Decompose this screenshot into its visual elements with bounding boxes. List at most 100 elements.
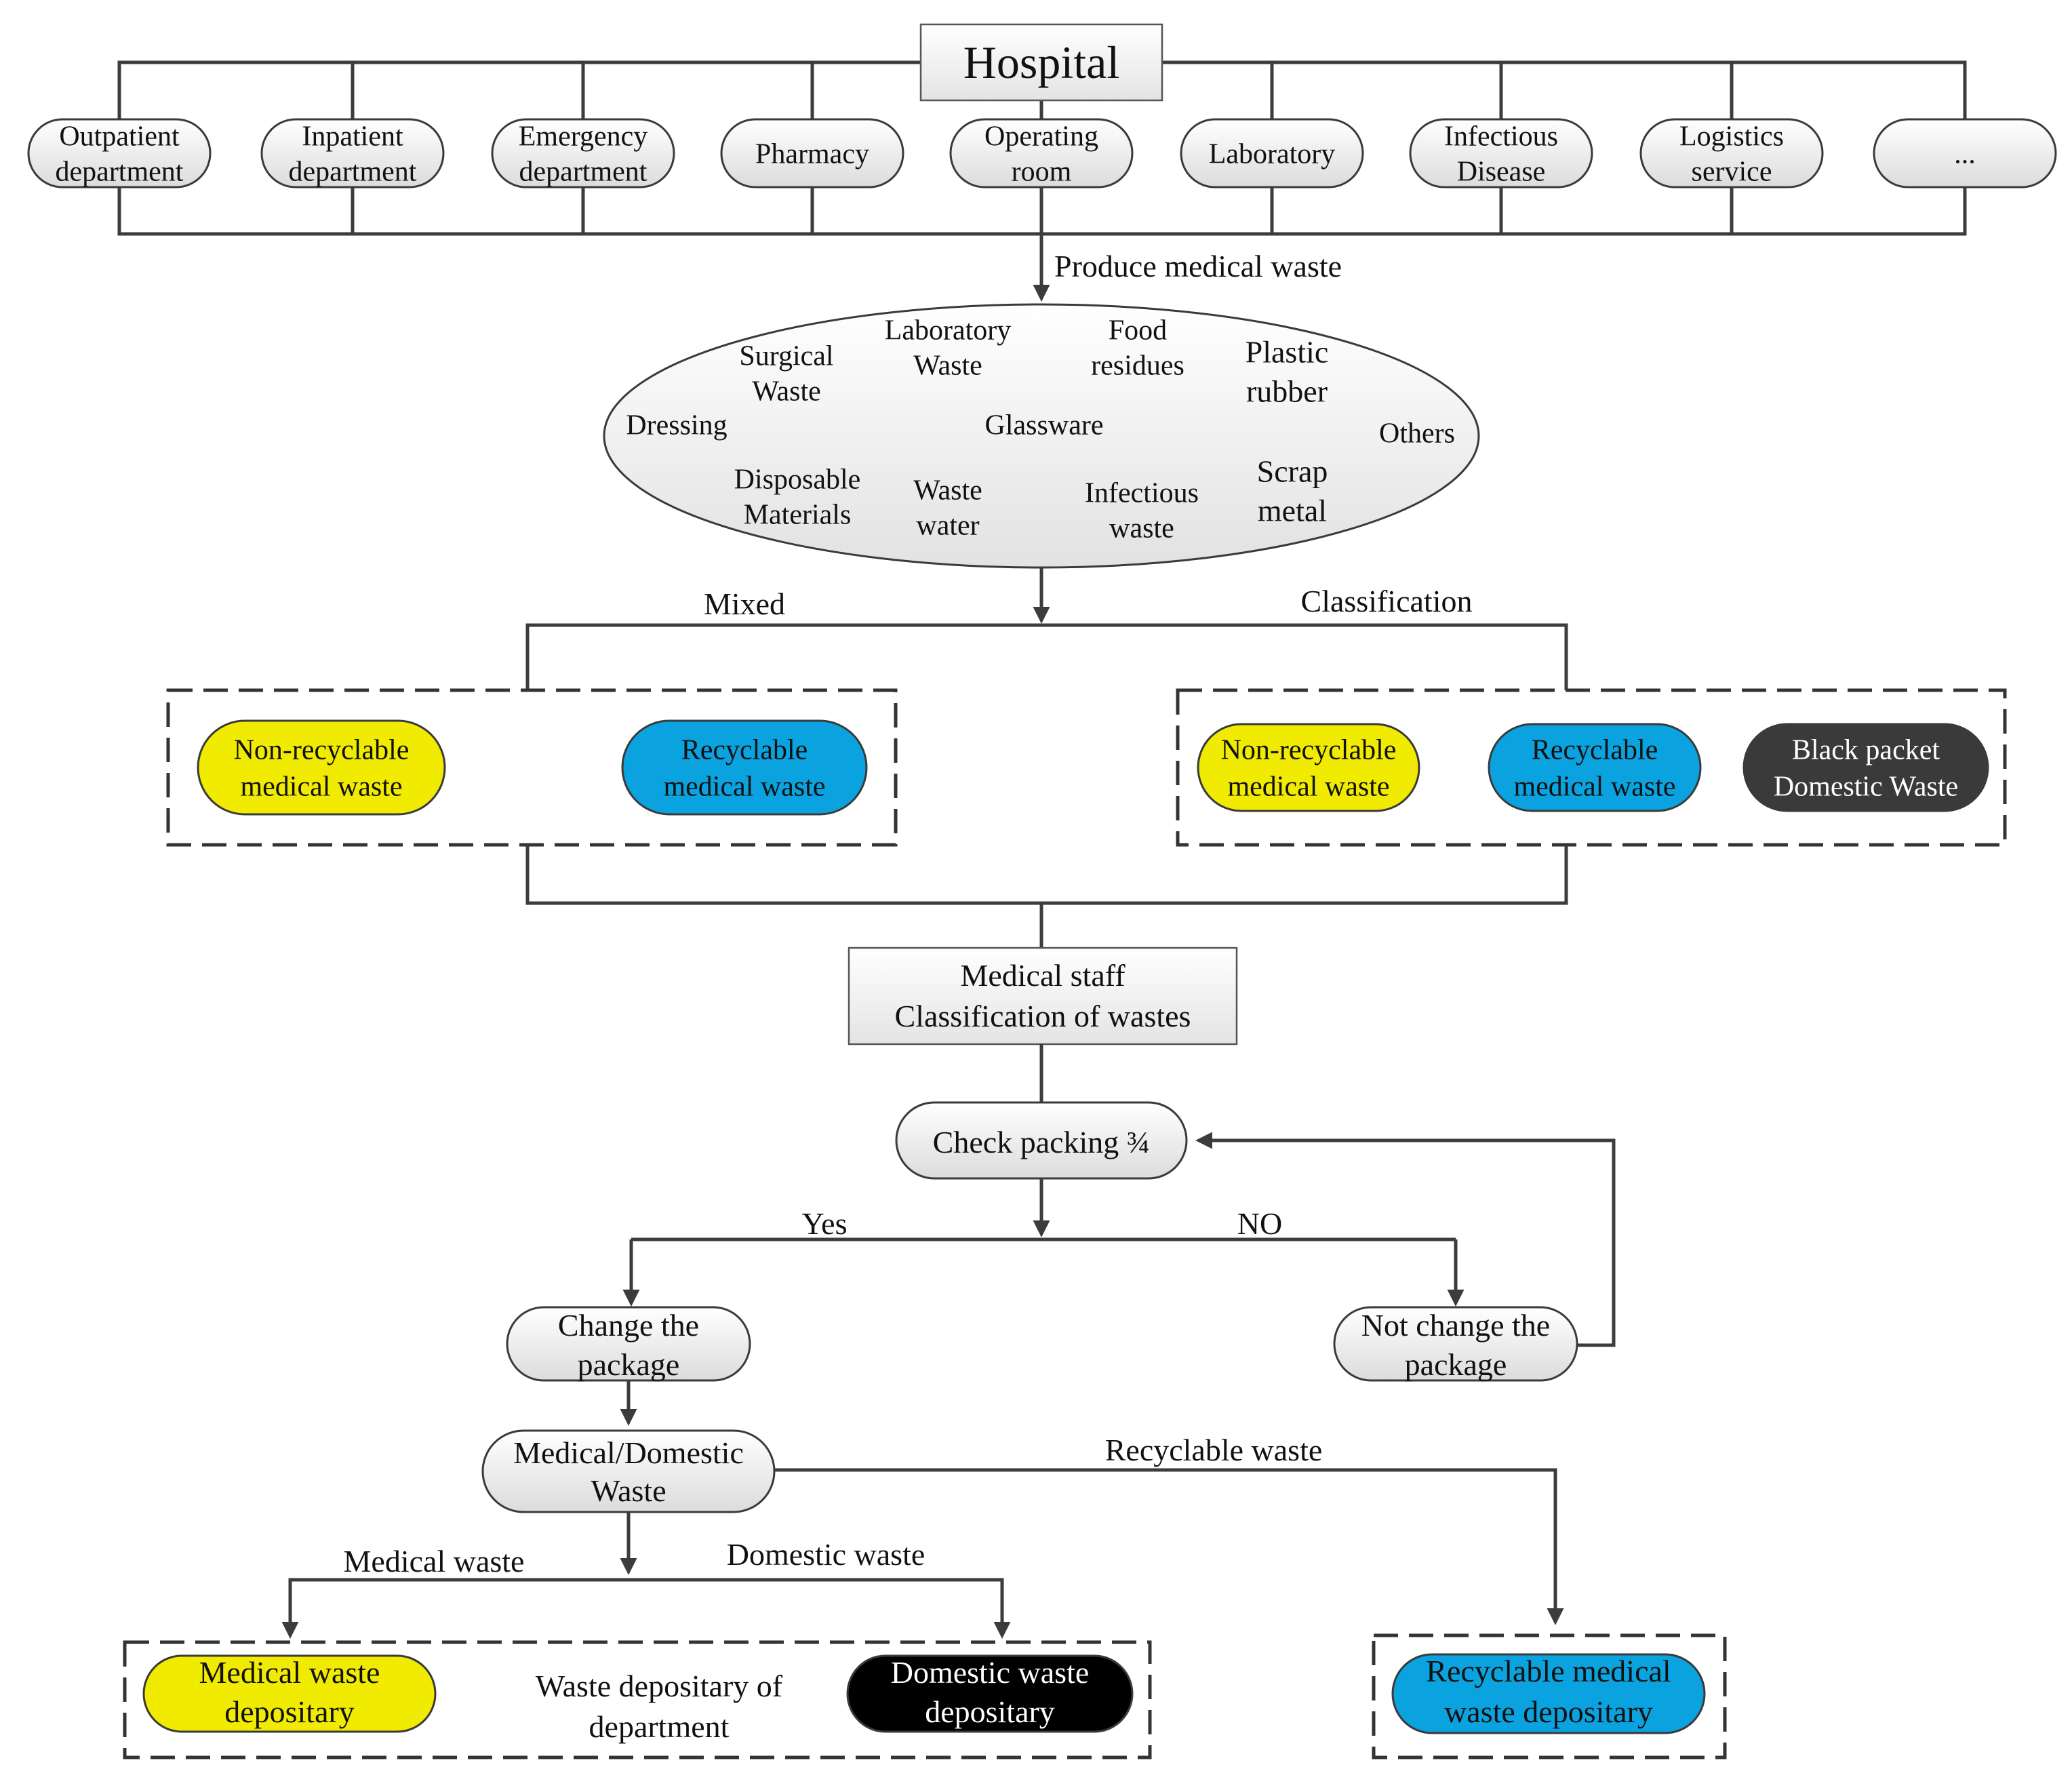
not-change-line-1: Not change the [1361,1308,1550,1342]
waste-type-plastic-rubber-line-1: Plastic [1246,335,1329,370]
classification-label: Classification [1301,584,1473,618]
med-dom-split-line [288,1578,1004,1633]
mixed-recyclable-pill: Recyclable medical waste [621,719,868,816]
department-logistics-line-2: service [1692,156,1772,187]
recyclable-depositary-line-2: waste depositary [1444,1694,1653,1729]
mixed-group-frame [166,688,898,847]
department-outpatient-line-1: Outpatient [59,121,180,152]
domestic-depositary-line-1: Domestic waste [891,1655,1090,1690]
no-label: NO [1237,1206,1282,1241]
mixed-recyclable-pill-line-2: medical waste [663,771,825,802]
med-dom-line-1: Medical/Domestic [513,1435,744,1470]
split-branch-line [525,623,1568,690]
department-logistics-line-1: Logistics [1679,121,1784,152]
department-operating-line-1: Operating [984,121,1098,152]
department-logistics: Logistics service [1639,118,1824,188]
waste-type-glassware-line-1: Glassware [985,410,1104,441]
department-outpatient: Outpatient department [27,118,212,188]
domestic-depositary-line-2: depositary [925,1694,1055,1729]
department-inpatient-line-2: department [289,156,417,187]
change-line-1: Change the [558,1308,699,1342]
department-pharmacy-line-1: Pharmacy [755,138,869,170]
hospital-section: Hospital Outpatient department Inpatient de… [27,23,2057,236]
waste-type-waste-water: Waste water [913,475,982,541]
department-depositary-group: Medical waste depositary Waste depositar… [123,1640,1152,1759]
department-laboratory-line-1: Laboratory [1209,138,1336,170]
mixed-recyclable-pill-line-1: Recyclable [681,734,808,765]
recyclable-arrow [774,1468,1564,1625]
waste-type-waste-water-line-2: water [916,510,979,541]
class-recyclable-pill-line-1: Recyclable [1532,734,1658,765]
department-outpatient-line-2: department [56,156,184,187]
department-emergency: Emergency department [491,118,675,188]
yes-label: Yes [802,1206,848,1241]
loop-back-arrow [1195,1132,1616,1347]
waste-type-others: Others [1379,418,1455,449]
merge-line [525,845,1568,905]
department-emergency-line-1: Emergency [519,121,648,152]
waste-type-plastic-rubber-line-2: rubber [1246,374,1328,409]
waste-type-dressing-line-1: Dressing [626,410,727,441]
class-non-recyclable-pill-line-1: Non-recyclable [1221,734,1397,765]
hospital-title: Hospital [963,37,1119,88]
department-depositary-frame [123,1640,1152,1759]
not-change-package-node: Not change the package [1333,1306,1578,1382]
department-pharmacy: Pharmacy [720,118,904,188]
department-depositary-line-2: department [589,1709,730,1744]
recyclable-depositary-line-1: Recyclable medical [1426,1654,1671,1688]
waste-type-waste-water-line-1: Waste [913,475,982,506]
waste-type-laboratory-waste-line-1: Laboratory [885,315,1012,346]
waste-type-infectious-waste: Infectious waste [1085,477,1199,544]
waste-types-ellipse: SurgicalWasteLaboratoryWasteFoodresidues… [603,303,1480,569]
department-depositary-line-1: Waste depositary of [536,1669,783,1703]
produce-label: Produce medical waste [1054,249,1342,283]
recyclable-waste-label: Recyclable waste [1105,1433,1323,1467]
department-inpatient-line-1: Inpatient [302,121,403,152]
department-emergency-line-2: department [519,156,648,187]
department-operating-line-2: room [1012,156,1072,187]
waste-type-surgical-waste-line-1: Surgical [739,340,833,372]
not-change-line-2: package [1405,1347,1507,1382]
classification-group: Non-recyclable medical waste Recyclablemed… [1176,688,2007,847]
waste-type-infectious-waste-line-2: waste [1109,513,1174,544]
waste-type-scrap-metal-line-2: metal [1258,494,1327,528]
recyclable-medical-waste-depositary: Recyclable medical waste depositary [1391,1653,1706,1734]
classification-group-frame [1176,688,2007,847]
waste-type-others-line-1: Others [1379,418,1455,449]
waste-type-labels: SurgicalWasteLaboratoryWasteFoodresidues… [626,315,1455,544]
med-dom-line-2: Waste [591,1473,666,1508]
waste-type-disposable-materials-line-1: Disposable [734,464,861,495]
medical-depositary-line-1: Medical waste [199,1655,380,1690]
waste-type-plastic-rubber: Plastic rubber [1246,335,1329,409]
class-non-recyclable-pill-line-2: medical waste [1227,771,1389,802]
recyclable-depositary-group: Recyclable medical waste depositary [1372,1633,1727,1759]
domestic-waste-label: Domestic waste [727,1537,925,1572]
waste-type-scrap-metal: Scrap metal [1257,454,1328,528]
waste-type-infectious-waste-line-1: Infectious [1085,477,1199,509]
mixed-non-recyclable-pill-line-1: Non-recyclable [234,734,410,765]
staff-line-1: Medical staff [960,958,1125,993]
domestic-waste-depositary: Domestic waste depositary [846,1654,1134,1733]
waste-type-surgical-waste-line-2: Waste [752,376,821,407]
medical-depositary-line-2: depositary [224,1694,355,1729]
waste-type-laboratory-waste-line-2: Waste [913,350,982,381]
department-operating: Operating room [949,118,1134,188]
medical-domestic-node: Medical/Domestic Waste [481,1429,776,1513]
waste-type-scrap-metal-line-1: Scrap [1257,454,1328,489]
department-infectious-line-1: Infectious [1444,121,1558,152]
medical-waste-label: Medical waste [344,1544,525,1578]
hospital-title-box [919,23,1163,102]
department-infectious-line-2: Disease [1457,156,1546,187]
department-inpatient: Inpatient department [260,118,445,188]
department-ellipsis: ... [1873,118,2057,188]
department-list: OutpatientdepartmentInpatientdepartmentE… [27,118,2057,188]
class-black-packet-pill-line-2: Domestic Waste [1774,771,1958,802]
